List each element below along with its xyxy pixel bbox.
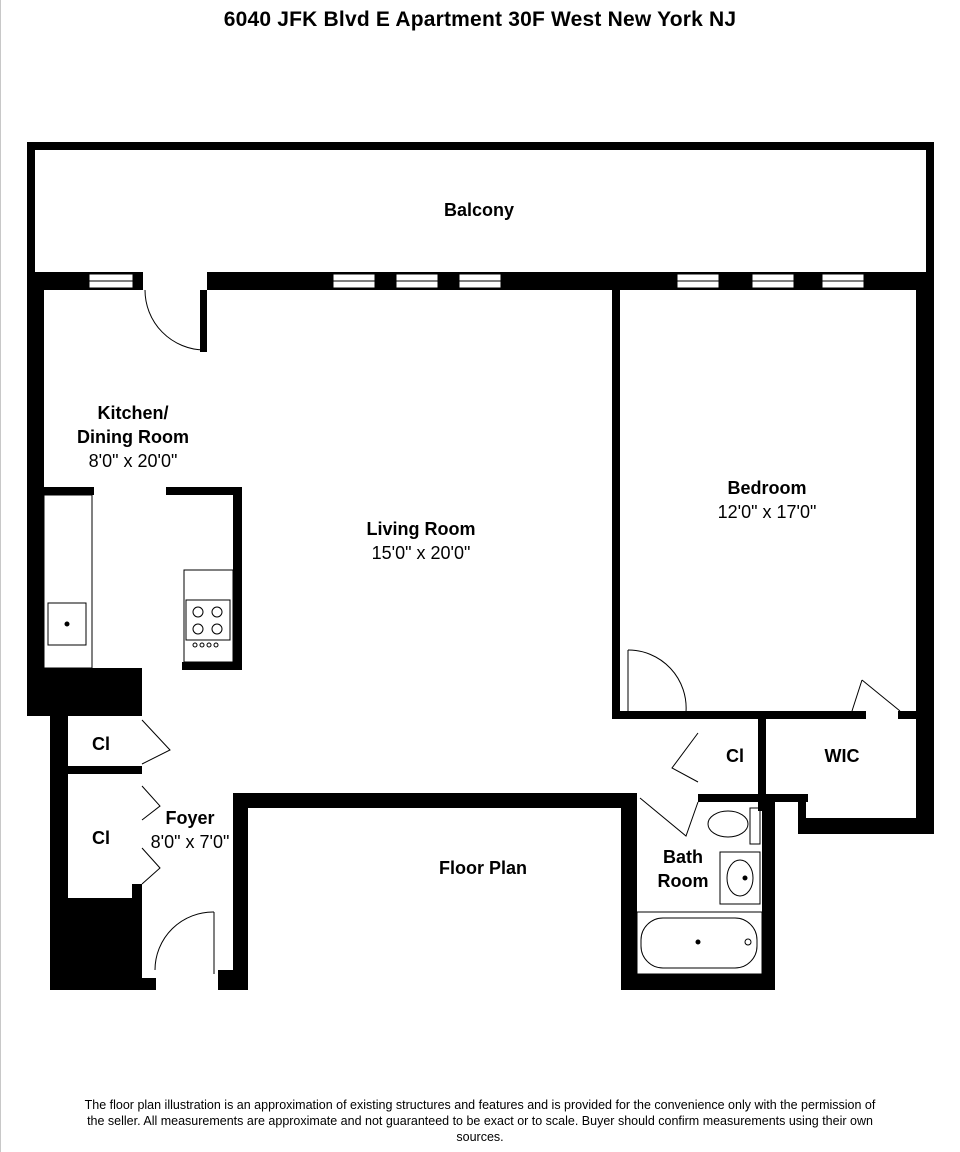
bathtub-basin: [640, 917, 758, 969]
bath-door-swing: [639, 797, 699, 837]
kitchen-counter-top-left: [44, 487, 94, 495]
balcony-door-swing: [144, 289, 205, 351]
kitchen-fixtures: [43, 494, 234, 669]
stove-burner: [192, 623, 204, 635]
page-title: 6040 JFK Blvd E Apartment 30F West New Y…: [223, 8, 737, 31]
stove-burner: [211, 623, 223, 635]
room-label-living: Living Room: [367, 519, 476, 539]
closet-divider: [50, 766, 142, 774]
right-exterior-wall: [916, 272, 934, 834]
closet-hall-jamb-top: [132, 668, 142, 716]
room-label-bath-line2: Room: [658, 871, 709, 891]
wic-door-swing: [851, 679, 863, 712]
stove: [185, 599, 231, 641]
stove-knob: [199, 642, 205, 648]
balcony-door-opening: [143, 272, 207, 290]
room-label-closet-foyer: Cl: [92, 828, 110, 848]
wic-bottom-wall: [798, 818, 934, 834]
kitchen-left-counter: [43, 494, 93, 669]
closet-foyer-jamb: [132, 884, 142, 904]
bedroom-partition-wall: [612, 290, 620, 718]
wic-notch-wall: [798, 794, 806, 834]
disclaimer-text: The floor plan illustration is an approx…: [84, 1098, 876, 1144]
wic-door-leaf: [861, 679, 901, 712]
balcony-door-leaf: [200, 290, 207, 352]
room-label-foyer: Foyer: [165, 808, 214, 828]
lower-left-wall-block: [27, 668, 142, 716]
kitchen-sink: [47, 602, 87, 646]
room-label-floor-plan: Floor Plan: [439, 858, 527, 878]
foyer-bottom-left-wall: [50, 978, 156, 990]
room-label-closet-hall: Cl: [92, 734, 110, 754]
vanity: [719, 851, 761, 905]
stove-knob: [213, 642, 219, 648]
stove-knob: [192, 642, 198, 648]
room-size-foyer: 8'0" x 7'0": [151, 832, 230, 852]
kitchen-right-counter: [183, 569, 234, 663]
stove-knob: [206, 642, 212, 648]
sink-faucet: [64, 621, 70, 627]
toilet-tank: [749, 807, 761, 845]
room-label-bath-line1: Bath: [663, 847, 703, 867]
room-size-kitchen: 8'0" x 20'0": [89, 451, 178, 471]
room-label-balcony: Balcony: [444, 200, 514, 220]
bedroom-closet-wall-c: [898, 711, 918, 719]
stove-burner: [211, 606, 223, 618]
closet-foyer-door-lower: [141, 847, 161, 885]
closet-foyer-door-upper: [141, 785, 161, 821]
bedroom-closet-wall-b: [686, 711, 866, 719]
closet-hall-doors: [141, 719, 171, 765]
page-edge-rule: [0, 0, 1, 1152]
bath-bottom-wall: [621, 974, 775, 990]
bedroom-closet-wall-a: [612, 711, 688, 719]
closet-bed-doors: [671, 732, 699, 783]
balcony-left-wall: [27, 142, 35, 282]
room-label-kitchen-line1: Kitchen/: [97, 403, 168, 423]
balcony-top-wall: [27, 142, 934, 150]
entry-door-swing: [154, 911, 215, 971]
room-size-living: 15'0" x 20'0": [372, 543, 471, 563]
bedroom-door-swing: [627, 649, 687, 713]
kitchen-counter-top-right: [166, 487, 242, 495]
closet-bottom-wall: [698, 794, 808, 802]
room-label-bedroom: Bedroom: [727, 478, 806, 498]
kitchen-island-bottom: [182, 662, 242, 670]
bath-sink-drain: [742, 875, 748, 881]
kitchen-island-wall: [233, 487, 242, 669]
balcony-right-wall: [926, 142, 934, 282]
bathtub-drain: [695, 939, 701, 945]
bathtub: [636, 911, 763, 975]
door-swings: [141, 289, 901, 974]
foyer-right-wall: [233, 793, 248, 990]
left-exterior-wall: [27, 272, 44, 686]
bath-fixtures: [636, 807, 763, 975]
room-label-kitchen-line2: Dining Room: [77, 427, 189, 447]
bath-sink: [726, 859, 754, 897]
bathtub-faucet: [744, 938, 752, 946]
bath-right-wall: [762, 800, 775, 990]
stove-burner: [192, 606, 204, 618]
room-label-wic: WIC: [825, 746, 860, 766]
room-label-closet-bedroom: Cl: [726, 746, 744, 766]
living-bottom-wall: [233, 793, 637, 808]
toilet-bowl: [707, 810, 749, 838]
bath-left-wall: [621, 793, 637, 990]
closet-wic-divider: [758, 711, 766, 811]
foyer-solid-block: [50, 898, 142, 990]
room-size-bedroom: 12'0" x 17'0": [718, 502, 817, 522]
